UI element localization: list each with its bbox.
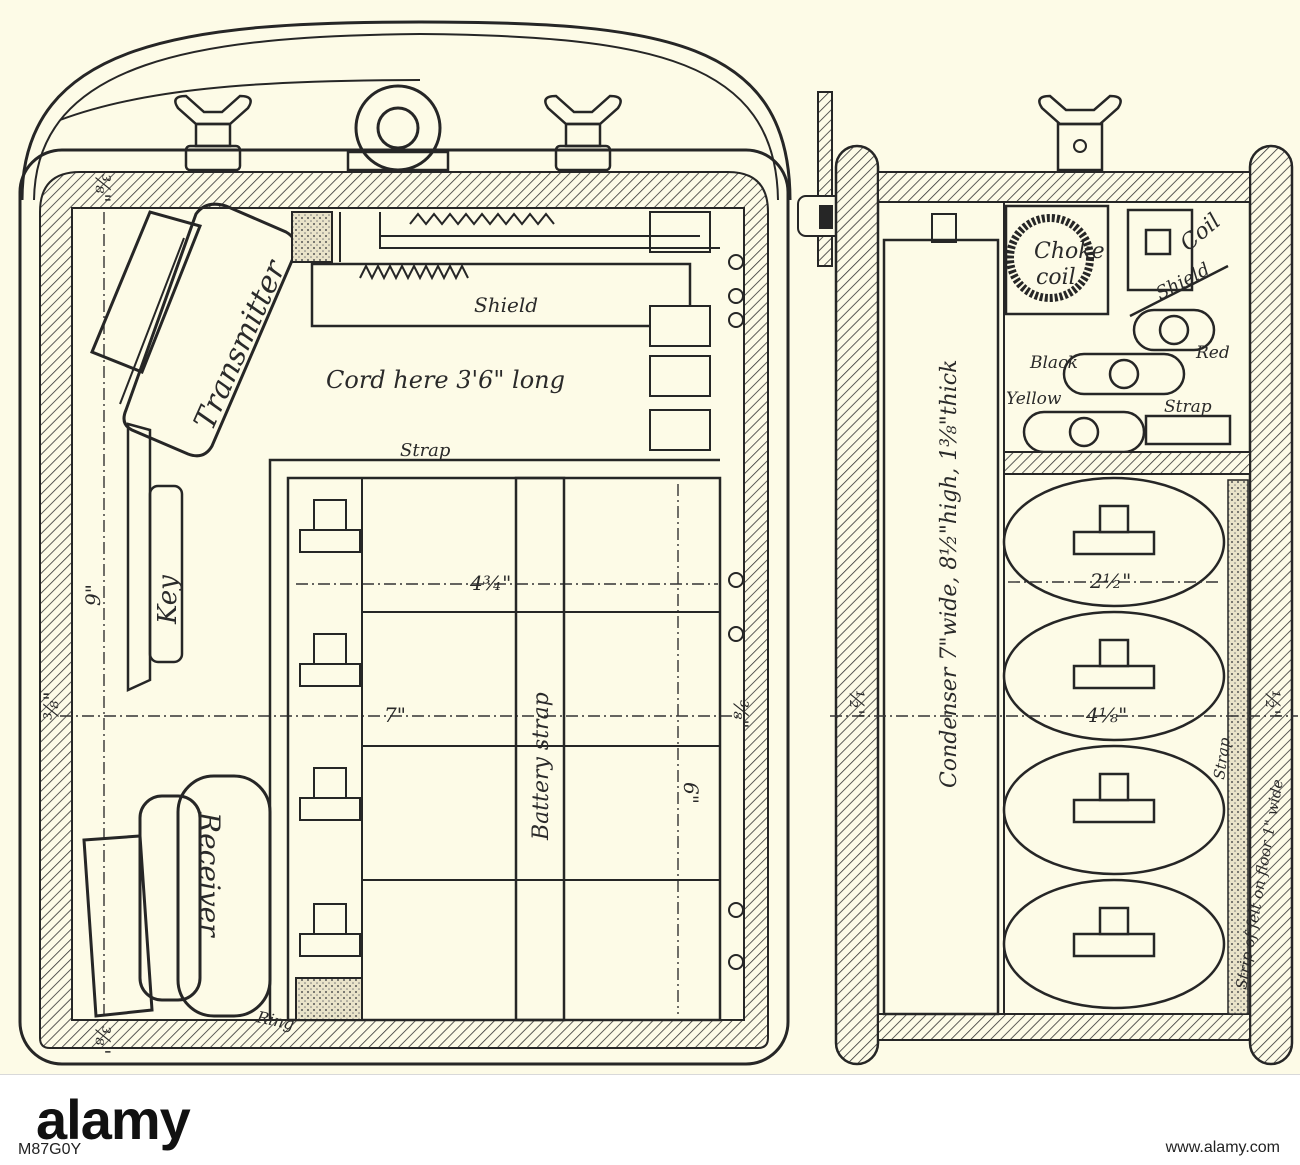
side-section-view: Condenser 7"wide, 8½"high, 1⅜"thick Chok… <box>797 91 1298 1066</box>
battery-cells <box>1002 476 1226 1010</box>
dim-right-wall-right: ½" <box>1261 690 1285 719</box>
cord-label: Cord here 3'6" long <box>326 366 565 394</box>
binding-posts <box>1022 308 1232 454</box>
shield-label-left: Shield <box>474 293 538 317</box>
watermark-bar: alamy M87G0Y www.alamy.com <box>0 1074 1300 1165</box>
shield-label-right: Shield <box>1152 259 1213 305</box>
dim-wall-top: ⅜" <box>91 174 115 203</box>
coil-label: Coil <box>1176 209 1226 257</box>
battery-compartment: Battery strap <box>268 458 722 1022</box>
dim-left-width: 7" <box>384 703 406 727</box>
receiver-label: Receiver <box>193 811 226 938</box>
battery-strap-label: Battery strap <box>529 692 554 841</box>
dimension-lines <box>60 212 740 1016</box>
black-label: Black <box>1029 353 1078 373</box>
dim-wall-bottom: ⅜" <box>91 1026 115 1055</box>
yellow-label: Yellow <box>1006 389 1062 409</box>
case-wall <box>39 171 769 1049</box>
dim-right-wall-left: ½" <box>845 690 869 719</box>
dim-cell-diameter: 2½" <box>1089 569 1131 593</box>
terminal-blocks <box>649 254 744 970</box>
condenser: Condenser 7"wide, 8½"high, 1⅜"thick <box>882 213 1000 1016</box>
transmitter-label: Transmitter <box>187 254 293 435</box>
telephone-case-drawing: Transmitter Key Receiver Shield <box>18 20 1298 1066</box>
image-id: M87G0Y <box>18 1141 82 1158</box>
dim-left-height: 9" <box>81 584 105 606</box>
side-dimension-lines <box>830 581 1298 717</box>
receiver: Receiver <box>82 774 272 1018</box>
switch-hook-mechanism: Shield <box>291 211 720 328</box>
key: Key <box>126 422 184 692</box>
wing-nut-right <box>544 94 622 172</box>
choke-coil: Choke coil <box>1004 204 1110 316</box>
felt-strip <box>1227 479 1249 1015</box>
induction-coil: Coil Shield <box>1126 208 1229 318</box>
front-section-view: Transmitter Key Receiver Shield <box>18 20 792 1066</box>
wing-nut-left <box>174 94 252 172</box>
dim-battery-height: 6" <box>679 782 703 804</box>
alamy-logo: alamy <box>36 1088 191 1151</box>
strap-label-right: Strap <box>1164 397 1212 417</box>
condenser-label: Condenser 7"wide, 8½"high, 1⅜"thick <box>937 360 962 788</box>
dim-right-width: 4⅛" <box>1085 703 1127 727</box>
strap-label-left: Strap <box>400 440 451 461</box>
transmitter: Transmitter <box>90 202 298 458</box>
outer-shell <box>18 148 790 1066</box>
ring-eye <box>346 84 450 172</box>
strap-felt-label: Strap <box>1210 736 1234 781</box>
carrying-handle <box>20 20 792 201</box>
wing-nut-side <box>1038 94 1122 172</box>
watermark-url: www.alamy.com <box>1165 1139 1280 1156</box>
dim-wall-right: ⅜" <box>729 700 753 729</box>
dim-wall-left: ⅜" <box>39 691 63 720</box>
choke-label-1: Choke <box>1034 239 1105 264</box>
key-label: Key <box>153 575 183 625</box>
red-label: Red <box>1195 343 1230 363</box>
dim-battery-width: 4¾" <box>469 571 511 595</box>
choke-label-2: coil <box>1036 265 1076 290</box>
battery-strap <box>514 476 566 1022</box>
